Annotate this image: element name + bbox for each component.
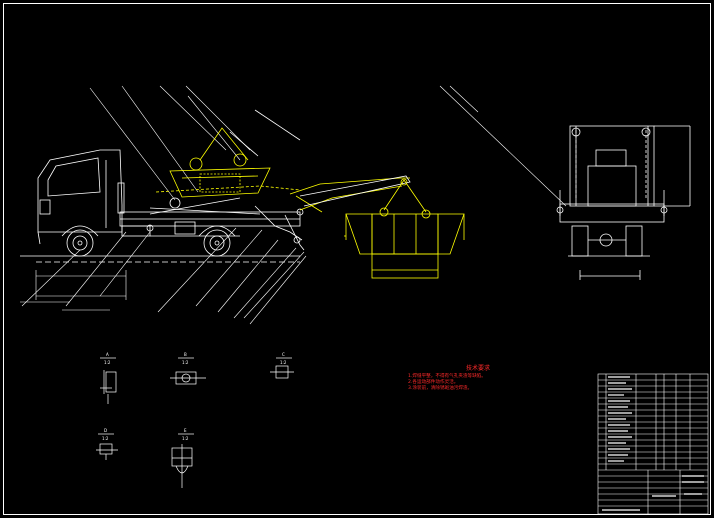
notes-line-2: 2.各运动部件动作灵活。 [408, 380, 459, 385]
section-a-scale: 1:2 [104, 360, 111, 365]
section-detail-a [100, 357, 117, 404]
sheet-border [3, 3, 711, 515]
section-detail-d [96, 433, 118, 460]
section-c-label: C [282, 352, 285, 357]
title-block-text-marks [602, 376, 704, 511]
section-detail-b [170, 357, 206, 385]
section-d-label: D [104, 428, 107, 433]
notes-line-1: 1.焊缝平整，不得有气孔夹渣等缺陷。 [408, 374, 486, 379]
section-detail-e [171, 433, 194, 488]
truck-side-view [20, 149, 305, 263]
technical-requirements: 技术要求 1.焊缝平整，不得有气孔夹渣等缺陷。 2.各运动部件动作灵活。 3.涂… [408, 363, 528, 392]
section-labels: A 1:2 B 1:2 C 1:2 D 1:2 E 1:2 [102, 352, 287, 441]
section-c-scale: 1:2 [280, 360, 287, 365]
suspended-container [344, 179, 465, 279]
leader-lines-side [20, 85, 307, 325]
dump-body-on-truck [155, 127, 410, 213]
truck-rear-view [556, 125, 691, 280]
section-d-scale: 1:2 [102, 436, 109, 441]
section-b-scale: 1:2 [182, 360, 189, 365]
section-e-scale: 1:2 [182, 436, 189, 441]
section-e-label: E [184, 428, 187, 433]
notes-title: 技术要求 [465, 365, 490, 372]
section-a-label: A [106, 352, 109, 357]
leader-lines-rear [439, 85, 567, 207]
title-block [597, 373, 709, 515]
notes-line-3: 3.涂装前，清除锈斑油污焊渣。 [408, 386, 473, 391]
section-b-label: B [184, 352, 187, 357]
section-detail-c [270, 357, 294, 379]
lifting-boom [229, 109, 411, 207]
